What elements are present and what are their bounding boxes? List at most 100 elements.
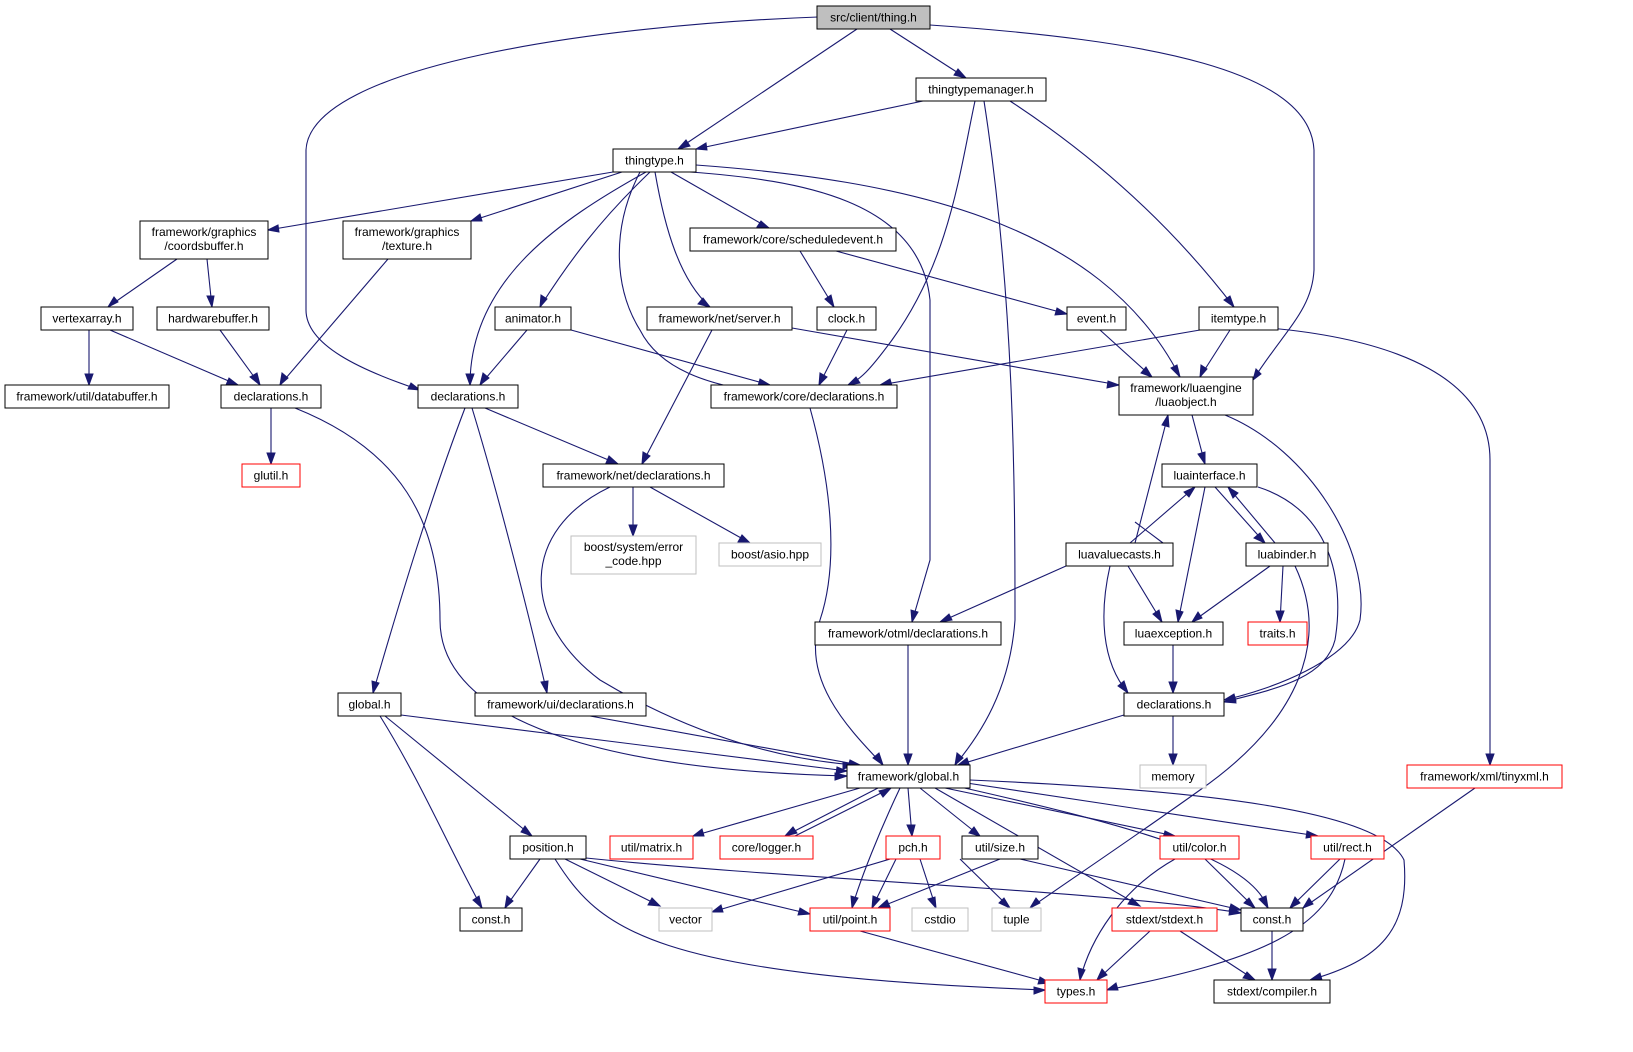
node-const2[interactable]: const.h — [1240, 907, 1304, 932]
dependency-edge — [1222, 486, 1339, 704]
edge-arrowhead — [1161, 413, 1170, 428]
node-luavaluecasts[interactable]: luavaluecasts.h — [1065, 542, 1174, 567]
edge-arrowhead — [846, 376, 861, 386]
dependency-edge — [954, 100, 1016, 767]
dependency-edge — [539, 171, 651, 309]
node-uidecl[interactable]: framework/ui/declarations.h — [474, 692, 647, 717]
edge-arrowhead — [540, 680, 549, 695]
node-itemtype[interactable]: itemtype.h — [1198, 306, 1279, 331]
node-vertexarray[interactable]: vertexarray.h — [40, 306, 134, 331]
node-color[interactable]: util/color.h — [1159, 835, 1240, 860]
edge-line — [919, 787, 981, 837]
edge-line — [835, 250, 1068, 315]
node-coredecl[interactable]: framework/core/declarations.h — [710, 384, 898, 409]
node-label: util/point.h — [823, 913, 878, 927]
node-point[interactable]: util/point.h — [809, 907, 891, 932]
node-label: thingtype.h — [625, 154, 684, 168]
node-memory[interactable]: memory — [1139, 764, 1207, 789]
node-thingtype[interactable]: thingtype.h — [612, 148, 697, 173]
dependency-edge — [589, 715, 862, 768]
node-label: boost/asio.hpp — [731, 548, 809, 562]
edge-arrowhead — [206, 295, 215, 309]
edge-arrowhead — [479, 372, 490, 387]
edge-arrowhead — [968, 826, 982, 837]
node-tuple[interactable]: tuple — [991, 907, 1042, 932]
node-fwglobal[interactable]: framework/global.h — [846, 764, 971, 789]
edge-line — [944, 787, 1176, 837]
node-label: /texture.h — [382, 239, 432, 253]
node-animator[interactable]: animator.h — [494, 306, 572, 331]
dependency-edge — [649, 486, 752, 544]
dependency-edge — [1199, 329, 1231, 379]
node-pch[interactable]: pch.h — [885, 835, 941, 860]
node-label: clock.h — [828, 312, 865, 326]
node-label: /luaobject.h — [1155, 395, 1216, 409]
node-label: _code.hpp — [604, 554, 661, 568]
node-label: vector — [669, 913, 702, 927]
node-scheduledevent[interactable]: framework/core/scheduledevent.h — [689, 227, 897, 252]
edge-line — [1179, 930, 1256, 981]
node-boosterror[interactable]: boost/system/error_code.hpp — [570, 535, 697, 575]
edge-arrowhead — [1223, 295, 1236, 309]
dependency-edge — [1275, 565, 1285, 624]
node-matrix[interactable]: util/matrix.h — [609, 835, 694, 860]
node-box — [494, 306, 572, 331]
node-label: util/rect.h — [1323, 841, 1372, 855]
node-decl[interactable]: declarations.h — [417, 384, 519, 409]
node-box — [1111, 907, 1218, 932]
node-luaexception[interactable]: luaexception.h — [1123, 621, 1224, 646]
node-label: framework/util/databuffer.h — [16, 390, 157, 404]
node-label: core/logger.h — [732, 841, 801, 855]
node-types[interactable]: types.h — [1044, 979, 1108, 1004]
node-tinyxml[interactable]: framework/xml/tinyxml.h — [1406, 764, 1563, 789]
node-label: vertexarray.h — [52, 312, 121, 326]
node-position[interactable]: position.h — [509, 835, 587, 860]
node-coordsbuffer[interactable]: framework/graphics/coordsbuffer.h — [139, 220, 269, 260]
node-texture[interactable]: framework/graphics/texture.h — [342, 220, 472, 260]
node-databuffer[interactable]: framework/util/databuffer.h — [4, 384, 170, 409]
node-const1[interactable]: const.h — [459, 907, 523, 932]
node-globalh[interactable]: global.h — [337, 692, 402, 717]
edge-arrowhead — [1077, 967, 1086, 982]
node-luadecl[interactable]: declarations.h — [1123, 692, 1225, 717]
dependency-edge — [579, 858, 812, 916]
node-cstdio[interactable]: cstdio — [911, 907, 969, 932]
edge-line — [384, 715, 533, 837]
node-otmldecl[interactable]: framework/otml/declarations.h — [814, 621, 1002, 646]
node-netdecl[interactable]: framework/net/declarations.h — [542, 463, 725, 488]
edge-arrowhead — [1190, 611, 1203, 624]
node-label: declarations.h — [1137, 698, 1212, 712]
node-compiler[interactable]: stdext/compiler.h — [1213, 979, 1331, 1004]
node-box — [1213, 979, 1331, 1004]
node-event[interactable]: event.h — [1066, 306, 1127, 331]
edge-line — [372, 407, 466, 694]
node-vector[interactable]: vector — [658, 907, 713, 932]
node-logger[interactable]: core/logger.h — [719, 835, 814, 860]
node-label: declarations.h — [234, 390, 309, 404]
node-root[interactable]: src/client/thing.h — [816, 5, 931, 30]
edge-line — [484, 407, 619, 465]
node-netserver[interactable]: framework/net/server.h — [646, 306, 793, 331]
node-asio[interactable]: boost/asio.hpp — [718, 542, 822, 567]
edge-line — [579, 858, 811, 915]
dependency-edge — [540, 486, 857, 770]
node-rect[interactable]: util/rect.h — [1310, 835, 1385, 860]
node-traits[interactable]: traits.h — [1247, 621, 1308, 646]
node-gdecl[interactable]: declarations.h — [220, 384, 322, 409]
node-glutil[interactable]: glutil.h — [241, 463, 301, 488]
node-stdext[interactable]: stdext/stdext.h — [1111, 907, 1218, 932]
edge-line — [267, 171, 614, 231]
node-box — [816, 5, 931, 30]
node-hardwarebuffer[interactable]: hardwarebuffer.h — [156, 306, 270, 331]
node-luainterface[interactable]: luainterface.h — [1161, 463, 1258, 488]
node-box — [4, 384, 170, 409]
node-luaobject[interactable]: framework/luaengine/luaobject.h — [1118, 376, 1254, 416]
node-clock[interactable]: clock.h — [816, 306, 877, 331]
node-luabinder[interactable]: luabinder.h — [1245, 542, 1329, 567]
node-size[interactable]: util/size.h — [961, 835, 1039, 860]
edge-line — [379, 715, 483, 909]
dependency-edge — [279, 258, 389, 387]
dependency-edge — [109, 329, 240, 386]
node-thingtypemanager[interactable]: thingtypemanager.h — [915, 77, 1047, 102]
dependency-edge — [959, 858, 1012, 910]
